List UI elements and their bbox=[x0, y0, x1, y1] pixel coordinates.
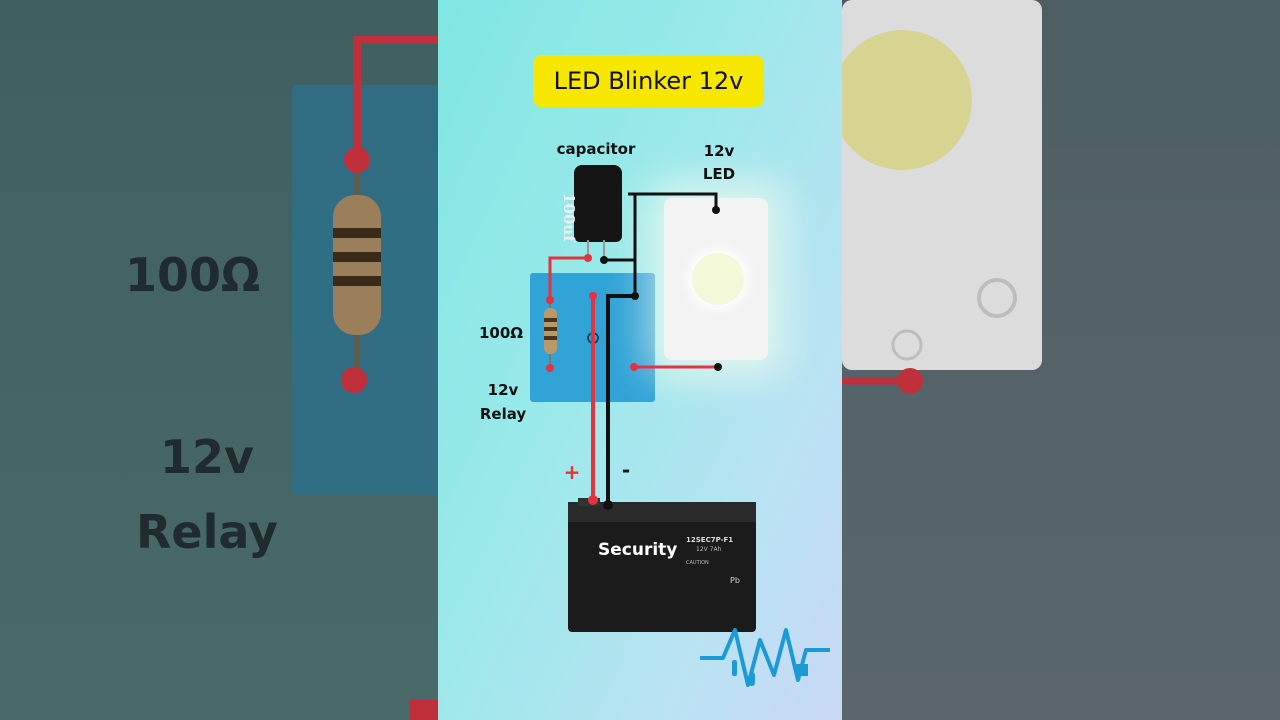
left-blurred-panel: 100Ω 12v Relay bbox=[0, 0, 438, 720]
wire-led-negative bbox=[628, 192, 718, 210]
led-icon bbox=[749, 672, 755, 686]
led-label-line1: 12v bbox=[703, 142, 735, 160]
plus-sign: + bbox=[563, 460, 581, 484]
battery-caution: CAUTION bbox=[686, 560, 709, 566]
led-chip bbox=[692, 253, 744, 305]
wiring-overlay bbox=[544, 192, 830, 687]
minus-sign: - bbox=[621, 458, 631, 482]
wire-battery-negative bbox=[606, 294, 635, 505]
led-module bbox=[664, 198, 768, 360]
resistor-label: 100Ω bbox=[478, 324, 524, 342]
waveform-logo-icon bbox=[700, 628, 830, 687]
blurred-resistor-graphic bbox=[333, 36, 438, 720]
resistor-icon bbox=[732, 660, 737, 676]
side-relay-label-2: Relay bbox=[136, 505, 278, 559]
side-relay-label-1: 12v bbox=[160, 430, 254, 484]
battery-model: 12SEC7P-F1 bbox=[686, 536, 734, 544]
battery-rating: 12V 7Ah bbox=[696, 546, 722, 553]
battery-pb: Pb bbox=[730, 576, 740, 585]
blurred-led-graphic bbox=[842, 0, 1042, 394]
wire-cap-resistor bbox=[548, 256, 588, 300]
side-resistor-label: 100Ω bbox=[125, 248, 261, 302]
wire-black-vertical bbox=[628, 192, 637, 296]
battery-brand: Security bbox=[598, 540, 678, 560]
relay-label-line2: Relay bbox=[479, 405, 527, 423]
main-diagram-panel: LED Blinker 12v 100uf Security 12SEC7P-F… bbox=[438, 0, 842, 720]
capacitor: 100uf bbox=[560, 165, 622, 242]
right-blurred-panel bbox=[842, 0, 1280, 720]
led-label-line2: LED bbox=[702, 165, 736, 183]
title-text: LED Blinker 12v bbox=[553, 67, 744, 95]
chip-icon bbox=[796, 664, 808, 676]
capacitor-label: capacitor bbox=[556, 140, 636, 158]
title-badge: LED Blinker 12v bbox=[533, 55, 764, 107]
relay-label-line1: 12v bbox=[487, 381, 519, 399]
